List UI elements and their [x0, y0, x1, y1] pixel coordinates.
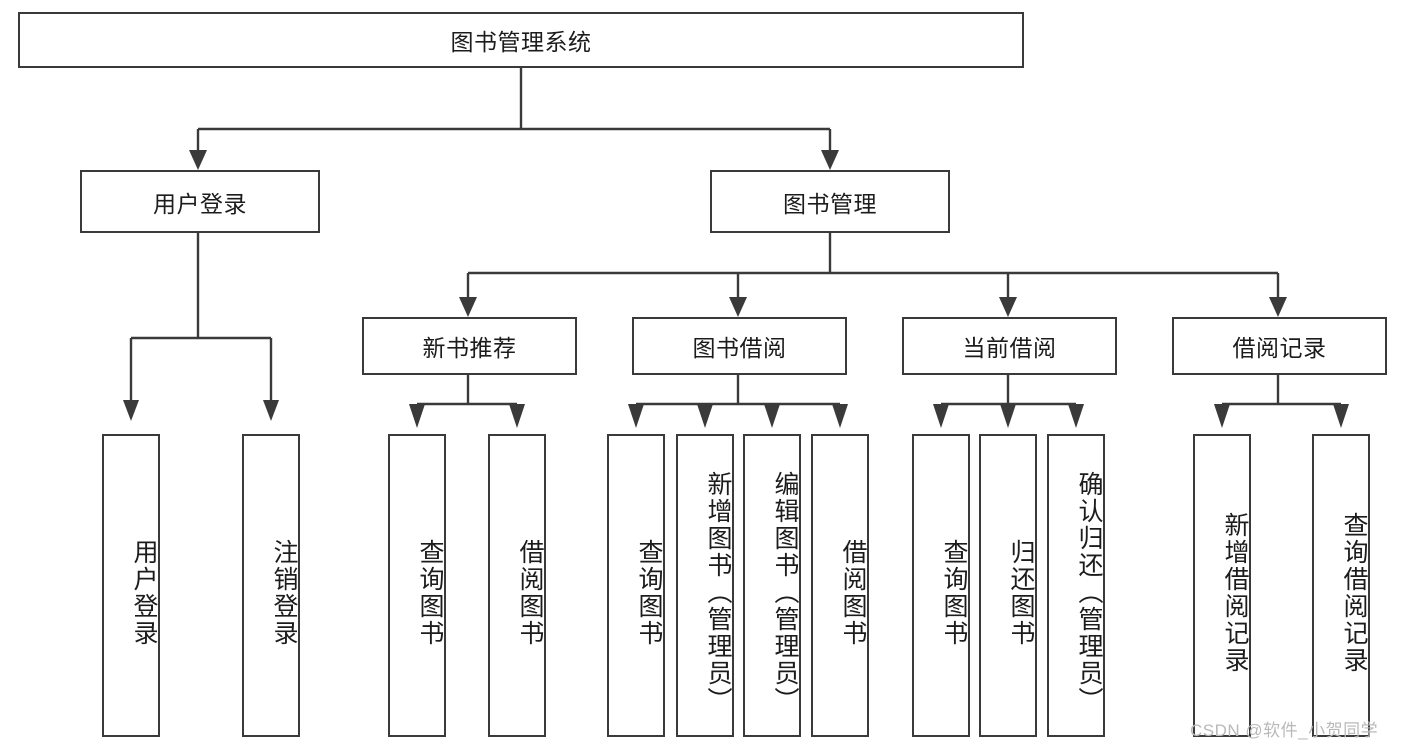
arrowhead-borrow-record [1269, 297, 1287, 317]
node-current-borrow[interactable]: 当前借阅 [902, 317, 1117, 375]
node-book-borrow-label: 图书借阅 [692, 335, 787, 361]
node-current-borrow-label: 当前借阅 [962, 335, 1057, 361]
node-leaf-query-book-1-label: 查询图书 [416, 538, 444, 647]
node-root-label: 图书管理系统 [450, 29, 592, 55]
node-book-borrow[interactable]: 图书借阅 [632, 317, 847, 375]
node-book-manage[interactable]: 图书管理 [710, 170, 950, 233]
node-new-book-rec-label: 新书推荐 [422, 335, 517, 361]
node-user-login-label: 用户登录 [153, 190, 247, 217]
node-leaf-borrow-book-1-label: 借阅图书 [516, 538, 544, 647]
node-leaf-confirm-return[interactable]: 确认归还（管理员） [1047, 434, 1105, 737]
node-leaf-logout[interactable]: 注销登录 [242, 434, 300, 737]
node-borrow-record[interactable]: 借阅记录 [1172, 317, 1387, 375]
arrowhead-leaf-query-book-1 [409, 404, 425, 428]
arrowhead-current-borrow [999, 297, 1017, 317]
arrowhead-bookmanage [821, 150, 839, 170]
node-leaf-query-book-3-label: 查询图书 [940, 538, 968, 647]
node-leaf-query-book-1[interactable]: 查询图书 [388, 434, 446, 737]
node-leaf-return-book-label: 归还图书 [1007, 538, 1035, 647]
arrowhead-leaf-add-record [1214, 404, 1230, 428]
arrowhead-leaf-user-login [123, 400, 139, 421]
node-leaf-add-record[interactable]: 新增借阅记录 [1193, 434, 1251, 737]
node-book-manage-label: 图书管理 [783, 190, 877, 217]
arrowhead-userlogin [189, 150, 207, 170]
arrowhead-leaf-borrow-book-1 [509, 404, 525, 428]
node-leaf-query-record[interactable]: 查询借阅记录 [1312, 434, 1370, 737]
node-leaf-borrow-book-1[interactable]: 借阅图书 [488, 434, 546, 737]
csdn-watermark: CSDN @软件_小贺同学 [1190, 721, 1379, 740]
arrowhead-leaf-add-book [697, 404, 713, 428]
node-leaf-add-book-label: 新增图书（管理员） [704, 471, 732, 714]
node-root[interactable]: 图书管理系统 [18, 12, 1024, 68]
node-user-login[interactable]: 用户登录 [80, 170, 320, 233]
arrowhead-book-borrow [729, 297, 747, 317]
node-leaf-edit-book[interactable]: 编辑图书（管理员） [743, 434, 801, 737]
arrowhead-leaf-logout [263, 400, 279, 421]
arrowhead-new-book-rec [459, 297, 477, 317]
node-leaf-query-book-3[interactable]: 查询图书 [912, 434, 970, 737]
arrowhead-leaf-borrow-book-2 [832, 404, 848, 428]
node-leaf-add-record-label: 新增借阅记录 [1221, 511, 1249, 674]
arrowhead-leaf-confirm-return [1068, 404, 1084, 428]
node-leaf-confirm-return-label: 确认归还（管理员） [1075, 471, 1103, 714]
node-leaf-query-book-2[interactable]: 查询图书 [607, 434, 665, 737]
node-leaf-query-record-label: 查询借阅记录 [1340, 511, 1368, 674]
arrowhead-leaf-query-book-3 [933, 404, 949, 428]
arrowhead-leaf-query-book-2 [628, 404, 644, 428]
node-leaf-add-book[interactable]: 新增图书（管理员） [676, 434, 734, 737]
node-leaf-user-login[interactable]: 用户登录 [102, 434, 160, 737]
node-leaf-query-book-2-label: 查询图书 [635, 538, 663, 647]
node-new-book-rec[interactable]: 新书推荐 [362, 317, 577, 375]
arrowhead-leaf-query-record [1333, 404, 1349, 428]
node-leaf-borrow-book-2[interactable]: 借阅图书 [811, 434, 869, 737]
node-leaf-borrow-book-2-label: 借阅图书 [839, 538, 867, 647]
node-leaf-logout-label: 注销登录 [270, 538, 298, 647]
node-leaf-edit-book-label: 编辑图书（管理员） [771, 471, 799, 714]
node-leaf-return-book[interactable]: 归还图书 [979, 434, 1037, 737]
node-leaf-user-login-label: 用户登录 [130, 538, 158, 647]
arrowhead-leaf-return-book [1000, 404, 1016, 428]
node-borrow-record-label: 借阅记录 [1232, 335, 1327, 361]
arrowhead-leaf-edit-book [764, 404, 780, 428]
